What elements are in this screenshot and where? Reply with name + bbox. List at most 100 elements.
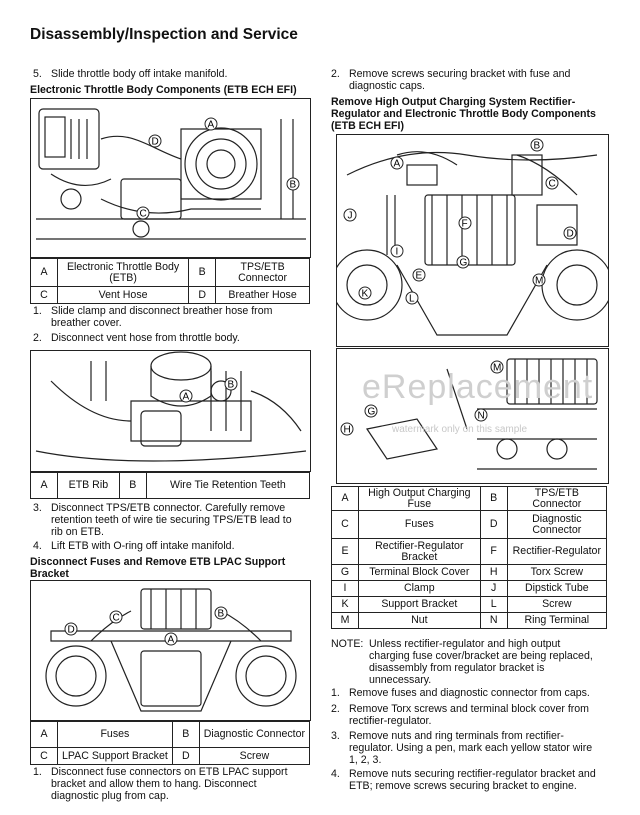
step-number: 1. [331,687,340,699]
callout-h: H [344,425,351,436]
etb-components-legend: A Electronic Throttle Body (ETB) B TPS/E… [30,258,310,304]
step-4-bracket-nuts: 4. Remove nuts securing rectifier-regula… [331,768,621,792]
step-text-line: Remove screws securing bracket with fuse… [349,68,571,80]
step-number: 2. [33,332,42,344]
step-3-tps: 3. Disconnect TPS/ETB connector. Careful… [33,502,313,538]
step-number: 4. [331,768,340,780]
legend-value: Rectifier-Regulator [506,538,608,565]
legend-key: D [188,286,217,304]
legend-key: B [188,258,217,287]
step-text-line: diagnostic plug from cap. [51,790,169,802]
lpac-bracket-figure: A B C D [30,580,311,721]
legend-key: F [479,538,508,565]
step-text-line: Lift ETB with O-ring off intake manifold… [51,540,235,552]
legend-value: Rectifier-Regulator Bracket [358,538,481,565]
step-number: 2. [331,703,340,715]
legend-value: TPS/ETB Connector [215,258,310,287]
etb-rib-legend: A ETB Rib B Wire Tie Retention Teeth [30,472,311,499]
etb-components-illustration: A B C D [36,108,306,240]
etb-rib-figure: A B [30,350,311,472]
callout-l: L [409,294,415,305]
step-text-line: regulator. Using a pen, mark each yellow… [349,742,593,754]
callout-g: G [460,258,468,269]
fuse-heading-line-2: Bracket [30,568,69,580]
callout-d: D [567,229,574,240]
step-1-fuse-connectors: 1. Disconnect fuse connectors on ETB LPA… [33,766,313,802]
step-text-line: Disconnect fuse connectors on ETB LPAC s… [51,766,288,778]
watermark-subtext: watermark only on this sample [392,424,528,435]
legend-value: Nut [358,612,481,629]
etb-components-figure: A B C D [30,98,311,258]
legend-value: Ring Terminal [506,612,608,629]
note-line: charging fuse cover/bracket are being re… [369,650,593,662]
step-number: 5. [33,68,42,80]
callout-d: D [68,625,75,636]
step-3-ring-terminals: 3. Remove nuts and ring terminals from r… [331,730,621,766]
step-text-line: Remove fuses and diagnostic connector fr… [349,687,590,699]
legend-value: Wire Tie Retention Teeth [145,472,311,499]
callout-a: A [208,120,215,131]
callout-c: C [549,179,556,190]
callout-a: A [183,392,190,403]
note-line: unnecessary. [369,674,432,686]
rectifier-heading-line-2: Regulator and Electronic Throttle Body C… [331,108,596,120]
step-number: 1. [33,766,42,778]
legend-value: Torx Screw [506,564,608,581]
step-text-line: breather cover. [51,317,122,329]
step-text-line: Remove Torx screws and terminal block co… [349,703,590,715]
page-title: Disassembly/Inspection and Service [30,26,298,43]
callout-b: B [290,180,297,191]
legend-value: Breather Hose [215,286,310,304]
legend-value: Terminal Block Cover [358,564,481,581]
step-2-vent: 2. Disconnect vent hose from throttle bo… [33,332,313,344]
legend-key: B [479,486,508,511]
step-text-line: Remove nuts and ring terminals from rect… [349,730,564,742]
callout-b: B [228,380,235,391]
legend-key: A [30,721,58,748]
step-1-remove-fuses: 1. Remove fuses and diagnostic connector… [331,687,621,699]
step-2-torx: 2. Remove Torx screws and terminal block… [331,703,621,727]
etb-rib-illustration: A B [35,351,307,462]
legend-key: L [479,596,508,613]
lpac-bracket-legend: A Fuses B Diagnostic Connector C LPAC Su… [30,721,311,765]
step-text-line: rib on ETB. [51,526,104,538]
legend-value: Screw [198,747,311,765]
legend-value: LPAC Support Bracket [57,747,173,765]
rectifier-regulator-illustration: A B C D E F G I J K L M [337,138,608,336]
note-label: NOTE: [331,638,364,650]
legend-key: J [479,580,508,597]
step-text-line: diagnostic caps. [349,80,425,92]
step-text-line: Disconnect vent hose from throttle body. [51,332,240,344]
legend-key: I [331,580,359,597]
legend-key: A [30,472,58,499]
callout-b: B [534,141,541,152]
callout-e: E [416,271,423,282]
step-number: 3. [331,730,340,742]
legend-value: Support Bracket [358,596,481,613]
step-text-line: rectifier-regulator. [349,715,432,727]
callout-g: G [368,407,376,418]
legend-value: High Output Charging Fuse [358,486,481,511]
callout-a: A [168,635,175,646]
legend-value: Clamp [358,580,481,597]
legend-key: H [479,564,508,581]
callout-a: A [394,159,401,170]
note-block: NOTE: Unless rectifier-regulator and hig… [331,638,621,686]
legend-key: K [331,596,359,613]
step-5: 5. Slide throttle body off intake manifo… [33,68,313,80]
legend-value: Diagnostic Connector [198,721,311,748]
legend-key: D [479,510,508,539]
step-text-line: 1, 2, 3. [349,754,382,766]
step-text-line: Slide clamp and disconnect breather hose… [51,305,273,317]
callout-m: M [535,276,543,287]
callout-m: M [493,363,501,374]
legend-key: B [118,472,147,499]
fuse-heading-line-1: Disconnect Fuses and Remove ETB LPAC Sup… [30,556,286,568]
legend-value: ETB Rib [57,472,120,499]
terminal-block-illustration: G H M N [340,358,598,470]
callout-n: N [478,411,485,422]
rectifier-legend: A High Output Charging Fuse B TPS/ETB Co… [331,486,608,629]
step-text-line: Remove nuts securing rectifier-regulator… [349,768,596,780]
step-2-screws-bracket: 2. Remove screws securing bracket with f… [331,68,621,92]
note-line: Unless rectifier-regulator and high outp… [369,638,561,650]
